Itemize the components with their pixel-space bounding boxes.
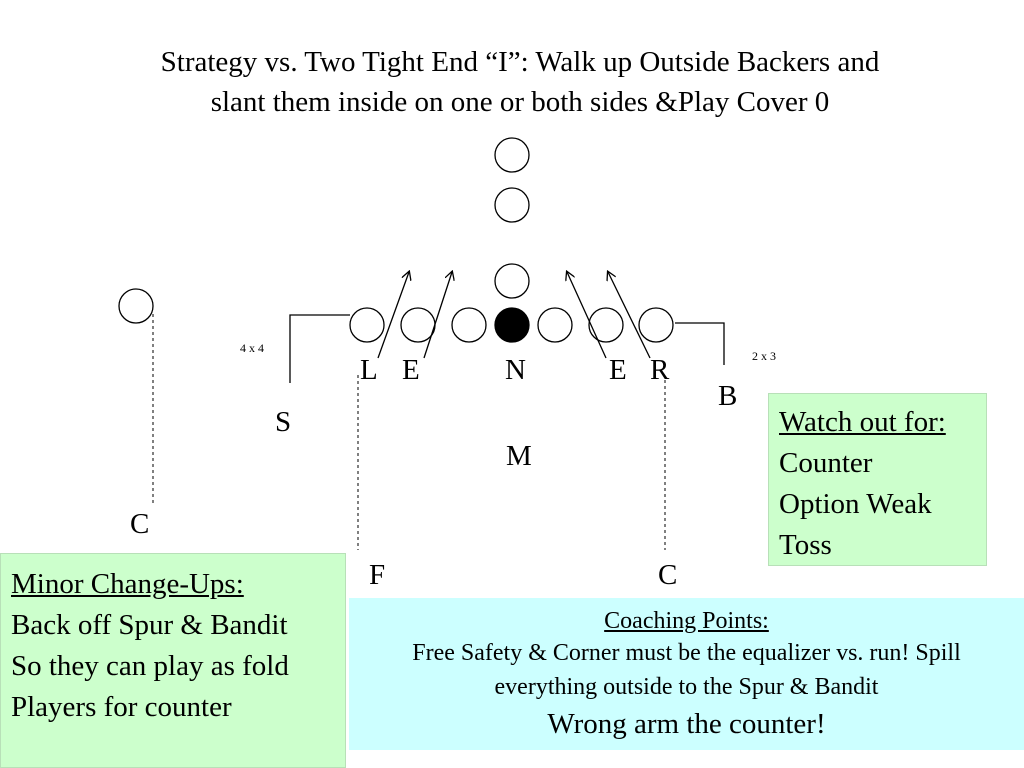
split-label-left: 4 x 4 (240, 341, 264, 355)
defender-label-c-left: C (130, 508, 150, 540)
center-circle (494, 307, 530, 343)
coaching-points-heading: Coaching Points: (604, 608, 769, 634)
fullback-circle (494, 187, 530, 223)
coaching-points-line: everything outside to the Spur & Bandit (494, 674, 879, 700)
defender-label-m: M (506, 440, 532, 472)
spur-alignment-line (289, 314, 350, 383)
defender-label-e-left: E (402, 354, 420, 386)
change-ups-heading: Minor Change-Ups: (11, 568, 244, 600)
defender-label-c-right: C (658, 559, 678, 591)
tailback-circle (494, 137, 530, 173)
right-tight-end-circle (638, 307, 674, 343)
watch-out-box: Watch out for: Counter Option Weak Toss (768, 393, 987, 566)
right-tackle-circle (588, 307, 624, 343)
change-ups-item: Players for counter (11, 691, 232, 723)
defender-label-n: N (505, 354, 526, 386)
title-line-2: slant them inside on one or both sides &… (210, 86, 830, 118)
split-label-right: 2 x 3 (752, 349, 776, 363)
slant-arrow-right-linebacker (608, 272, 651, 359)
slant-arrow-left-end (423, 272, 452, 359)
left-tackle-circle (400, 307, 436, 343)
left-tight-end-circle (349, 307, 385, 343)
wide-receiver-circle (118, 288, 154, 324)
watch-out-item: Toss (779, 529, 832, 561)
watch-out-item: Counter (779, 447, 873, 479)
change-ups-item: So they can play as fold (11, 650, 289, 682)
defender-label-b: B (718, 380, 738, 412)
left-guard-circle (451, 307, 487, 343)
coaching-points-line: Free Safety & Corner must be the equaliz… (412, 640, 961, 666)
defender-label-f: F (369, 559, 386, 591)
watch-out-heading: Watch out for: (779, 406, 946, 438)
slide-title: Strategy vs. Two Tight End “I”: Walk up … (60, 42, 980, 122)
defender-label-s: S (275, 406, 292, 438)
defender-label-e-right: E (609, 354, 627, 386)
slant-arrow-left-linebacker (377, 272, 409, 359)
defender-label-r: R (650, 354, 670, 386)
change-ups-box: Minor Change-Ups: Back off Spur & Bandit… (0, 553, 346, 768)
change-ups-item: Back off Spur & Bandit (11, 609, 288, 641)
bandit-alignment-line (675, 322, 725, 365)
watch-out-item: Option Weak (779, 488, 932, 520)
slant-arrow-right-end (567, 272, 607, 359)
quarterback-circle (494, 263, 530, 299)
title-line-1: Strategy vs. Two Tight End “I”: Walk up … (160, 46, 880, 78)
coaching-points-emphasis: Wrong arm the counter! (547, 708, 826, 740)
coaching-points-box: Coaching Points: Free Safety & Corner mu… (349, 598, 1024, 750)
defender-label-l: L (360, 354, 378, 386)
right-guard-circle (537, 307, 573, 343)
